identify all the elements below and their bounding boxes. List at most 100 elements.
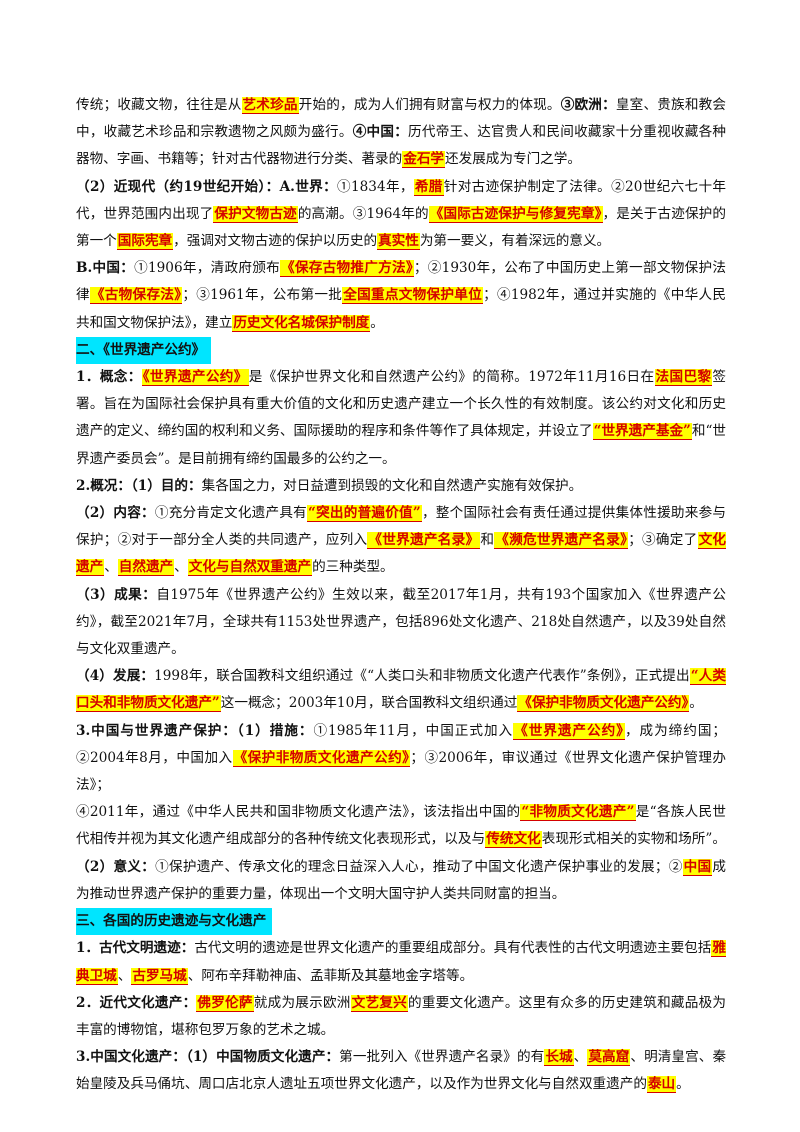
- text-run: ；②1930年，公布了中国历史上第一部文物保护法律: [76, 260, 726, 304]
- highlighted-term: 佛罗伦萨: [196, 994, 254, 1012]
- highlighted-term: “世界遗产基金”: [592, 423, 692, 441]
- bold-label: （3）成果：: [76, 586, 157, 603]
- highlighted-term: 中国: [682, 858, 713, 876]
- highlighted-term: 《国际古迹保护与修复宪章》: [428, 205, 603, 223]
- text-run: 1998年，联合国教科文组织通过《“人类口头和非物质文化遗产代表作”条例》，正式…: [154, 668, 690, 685]
- bold-label: 3.中国文化遗产：（1）中国物质文化遗产：: [76, 1049, 340, 1066]
- text-run: 签署。旨在为国际社会保护具有重大价值的文化和历史遗产建立一个长久性的有效制度。该…: [76, 369, 727, 440]
- text-run: 为第一要义，有着深远的意义。: [419, 233, 611, 250]
- text-run: 古代文明的遗迹是世界文化遗产的重要组成部分。具有代表性的古代文明遗迹主要包括: [194, 940, 712, 957]
- text-run: ，是关于古迹保护的第一个: [76, 205, 727, 250]
- highlighted-term: 传统文化: [485, 831, 542, 849]
- text-run: 是“各族人民世代相传并视为其文化遗产组成部分的各种传统文化表现形式，以及与: [76, 804, 727, 848]
- paragraph: 2.概况：（1）目的：集各国之力，对日益遭到损毁的文化和自然遗产实施有效保护。: [76, 473, 726, 500]
- bold-label: （2）内容：: [76, 505, 155, 522]
- paragraph: 1．概念：《世界遗产公约》是《保护世界文化和自然遗产公约》的简称。1972年11…: [76, 364, 726, 473]
- highlighted-term: 《保护非物质文化遗产公约》: [517, 695, 690, 713]
- bold-label: ④中国：: [352, 124, 409, 141]
- paragraph: 3.中国与世界遗产保护：（1）措施：①1985年11月，中国正式加入《世界遗产公…: [76, 718, 726, 800]
- paragraph: （2）内容：①充分肯定文化遗产具有“突出的普遍价值”，整个国际社会有责任通过提供…: [76, 500, 727, 582]
- bold-label: 2．近代文化遗产：: [76, 994, 197, 1011]
- section-heading: 三、各国的历史遗迹与文化遗产: [76, 908, 726, 936]
- text-run: ，成为缔约国；②2004年8月，中国加入: [76, 722, 727, 766]
- highlighted-term: 《保存古物推广方法》: [279, 260, 414, 278]
- text-run: 还发展成为专门之学。: [445, 151, 581, 168]
- highlighted-term: 《世界遗产名录》: [367, 532, 481, 550]
- bold-label: B.中国：: [76, 260, 135, 277]
- section-heading-text: 三、各国的历史遗迹与文化遗产: [76, 908, 273, 936]
- highlighted-term: 长城: [544, 1049, 574, 1067]
- text-run: ①充分肯定文化遗产具有: [154, 505, 308, 522]
- paragraph: B.中国：①1906年，清政府颁布《保存古物推广方法》；②1930年，公布了中国…: [76, 255, 726, 337]
- paragraph: （2）近现代（约19世纪开始）：A.世界：①1834年，希腊针对古迹保护制定了法…: [76, 174, 726, 256]
- highlighted-term: 莫高窟: [587, 1049, 631, 1067]
- text-run: 和“世界遗产委员会”。是目前拥有缔约国最多的公约之一。: [76, 423, 727, 467]
- bold-label: （4）发展：: [76, 668, 155, 685]
- bold-label: （2）意义：: [76, 858, 156, 875]
- section-heading-text: 二、《世界遗产公约》: [76, 336, 212, 365]
- highlighted-term: “非物质文化遗产”: [520, 804, 636, 822]
- bold-label: （2）近现代（约19世纪开始）：A.世界：: [76, 178, 338, 195]
- paragraph: 1．古代文明遗迹：古代文明的遗迹是世界文化遗产的重要组成部分。具有代表性的古代文…: [76, 935, 726, 989]
- paragraph: ④2011年，通过《中华人民共和国非物质文化遗产法》，该法指出中国的“非物质文化…: [76, 799, 726, 908]
- text-run: 表现形式相关的实物和场所”。: [541, 831, 727, 848]
- highlighted-term: 古罗马城: [131, 967, 188, 985]
- bold-label: ③欧洲：: [560, 97, 616, 113]
- text-run: 成为推动世界遗产保护的重要力量，体现出一个文明大国守护人类共同财富的担当。: [76, 858, 726, 902]
- highlighted-term: 《世界遗产公约》: [513, 722, 625, 740]
- highlighted-term: 希腊: [413, 178, 444, 196]
- highlighted-term: 全国重点文物保护单位: [342, 287, 484, 305]
- highlighted-term: 《保护非物质文化遗产公约》: [232, 749, 411, 767]
- text-run: ①1834年，: [337, 178, 414, 195]
- text-run: 、: [573, 1049, 588, 1066]
- text-run: 集各国之力，对日益遭到损毁的文化和自然遗产实施有效保护。: [201, 477, 583, 494]
- text-run: 。: [370, 314, 384, 331]
- text-run: 、明清皇宫、秦始皇陵及兵马俑坑、周口店北京人遗址五项世界文化遗产，以及作为世界文…: [76, 1049, 727, 1093]
- paragraph: 3.中国文化遗产：（1）中国物质文化遗产：第一批列入《世界遗产名录》的有长城、莫…: [76, 1044, 726, 1098]
- text-run: 是《保护世界文化和自然遗产公约》的简称。1972年11月16日在: [248, 369, 655, 386]
- text-run: 历代帝王、达官贵人和民间收藏家十分重视收藏各种器物、字画、书籍等；针对古代器物进…: [76, 124, 727, 168]
- highlighted-term: 国际宪章: [116, 233, 174, 251]
- paragraph: 传统；收藏文物，往往是从艺术珍品开始的，成为人们拥有财富与权力的体现。③欧洲：皇…: [76, 92, 726, 174]
- paragraph: 2．近代文化遗产：佛罗伦萨就成为展示欧洲文艺复兴的重要文化遗产。这里有众多的历史…: [76, 990, 726, 1044]
- text-run: ；④1982年，通过并实施的《中华人民共和国文物保护法》，建立: [76, 287, 727, 331]
- text-run: ；③1961年，公布第一批: [182, 287, 343, 304]
- text-run: 的高潮。③1964年的: [297, 205, 429, 222]
- text-run: 、: [174, 559, 188, 576]
- text-run: 皇室、贵族和教会中，收藏艺术珍品和宗教遗物之风颇为盛行。: [76, 97, 727, 141]
- text-run: 第一批列入《世界遗产名录》的有: [339, 1049, 545, 1066]
- text-run: ；③2006年，审议通过《世界文化遗产保护管理办法》；: [76, 749, 727, 794]
- text-run: 、: [117, 967, 132, 984]
- text-run: 这一概念；2003年10月，联合国教科文组织通过: [220, 695, 518, 712]
- bold-label: 2.概况：（1）目的：: [76, 477, 202, 494]
- text-run: 开始的，成为人们拥有财富与权力的体现。: [298, 97, 561, 113]
- text-run: ，整个国际社会有责任通过提供集体性援助来参与保护；②对于一部分全人类的共同遗产，…: [76, 505, 727, 549]
- highlighted-term: 《世界遗产公约》: [141, 369, 249, 387]
- highlighted-term: 文艺复兴: [350, 994, 408, 1012]
- document-body: 传统；收藏文物，往往是从艺术珍品开始的，成为人们拥有财富与权力的体现。③欧洲：皇…: [76, 92, 726, 1099]
- text-run: ④2011年，通过《中华人民共和国非物质文化遗产法》，该法指出中国的: [76, 804, 521, 821]
- text-run: ，强调对文物古迹的保护以历史的: [173, 233, 378, 250]
- text-run: 传统；收藏文物，往往是从: [76, 97, 242, 113]
- text-run: ①保护遗产、传承文化的理念日益深入人心，推动了中国文化遗产保护事业的发展；②: [155, 858, 683, 875]
- section-heading: 二、《世界遗产公约》: [76, 336, 726, 365]
- highlighted-term: 《濒危世界遗产名录》: [494, 532, 629, 550]
- text-run: 、阿布辛拜勒神庙、孟菲斯及其墓地金字塔等。: [187, 967, 474, 984]
- highlighted-term: 艺术珍品: [241, 97, 299, 114]
- text-run: 针对古迹保护制定了法律。②20世纪六七十年代，世界范围内出现了: [76, 178, 727, 222]
- highlighted-term: 《古物保存法》: [89, 287, 183, 305]
- text-run: 。: [676, 1076, 690, 1093]
- text-run: 的重要文化遗产。这里有众多的历史建筑和藏品极为丰富的博物馆，堪称包罗万象的艺术之…: [76, 994, 727, 1038]
- text-run: ；③确定了: [628, 532, 698, 549]
- highlighted-term: “突出的普遍价值”: [307, 505, 422, 523]
- text-run: 的三种类型。: [312, 559, 394, 576]
- highlighted-term: 自然遗产: [117, 559, 175, 577]
- bold-label: 1．概念：: [76, 369, 142, 386]
- text-run: 自1975年《世界遗产公约》生效以来，截至2017年1月，共有193个国家加入《…: [76, 586, 726, 658]
- text-run: 和: [480, 532, 495, 549]
- paragraph: （3）成果：自1975年《世界遗产公约》生效以来，截至2017年1月，共有193…: [76, 582, 726, 664]
- highlighted-term: 历史文化名城保护制度: [232, 314, 371, 332]
- paragraph: （4）发展：1998年，联合国教科文组织通过《“人类口头和非物质文化遗产代表作”…: [76, 663, 726, 717]
- bold-label: 1．古代文明遗迹：: [76, 940, 195, 957]
- highlighted-term: 法国巴黎: [654, 369, 713, 387]
